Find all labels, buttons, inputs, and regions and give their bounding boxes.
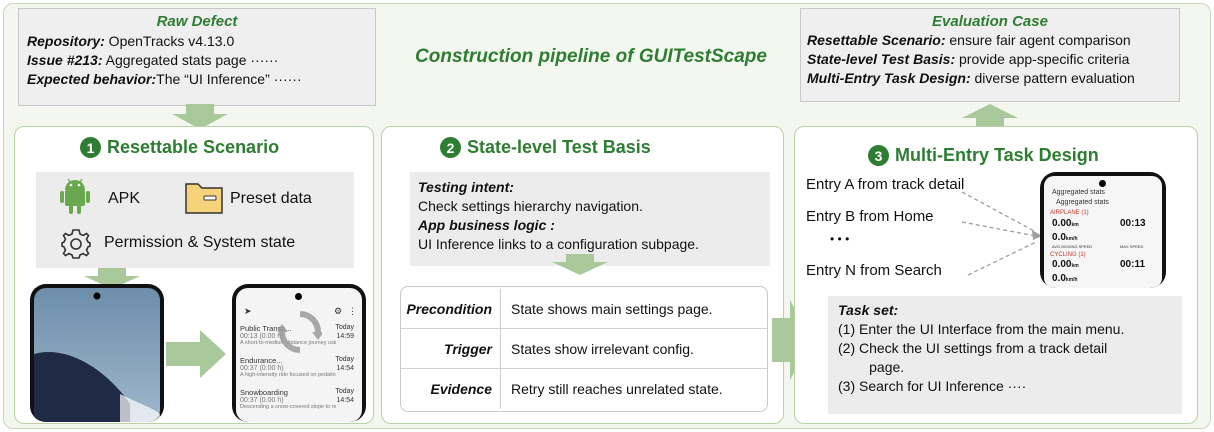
track-list: Public Transp... 00:13 (0.00 h) A short-… bbox=[240, 324, 358, 420]
gear-icon[interactable]: ⚙ bbox=[334, 306, 343, 316]
right-arrow-icon bbox=[772, 300, 812, 380]
evaluation-line: Resettable Scenario: ensure fair agent c… bbox=[807, 32, 1131, 48]
row-key: Trigger bbox=[401, 329, 501, 368]
task-item: (1) Enter the UI Interface from the main… bbox=[838, 321, 1125, 337]
entry-ellipsis: • • • bbox=[830, 232, 850, 246]
evaluation-line: Multi-Entry Task Design: diverse pattern… bbox=[807, 70, 1135, 86]
down-arrow-icon bbox=[84, 268, 140, 289]
row-value: State shows main settings page. bbox=[511, 300, 713, 317]
raw-defect-line: Issue #213: Aggregated stats page ······ bbox=[27, 52, 279, 68]
evaluation-case-box: Evaluation Case Resettable Scenario: ens… bbox=[800, 8, 1180, 102]
apk-label: APK bbox=[108, 190, 141, 207]
task-item: (3) Search for UI Inference ···· bbox=[838, 378, 1027, 394]
testing-intent-label: Testing intent: bbox=[418, 179, 514, 195]
panel1-title: Resettable Scenario bbox=[107, 137, 280, 157]
panel2-header: 2 State-level Test Basis bbox=[440, 137, 651, 158]
raw-defect-box: Raw Defect Repository: OpenTracks v4.13.… bbox=[18, 8, 376, 106]
entry-label: Entry N from Search bbox=[806, 262, 942, 279]
list-item[interactable]: Endurance... 00:37 (0.00 h) A high-inten… bbox=[240, 356, 354, 378]
table-row: Evidence Retry still reaches unrelated s… bbox=[401, 369, 767, 409]
up-arrow-icon bbox=[962, 104, 1018, 129]
test-basis-box: Testing intent: Check settings hierarchy… bbox=[410, 172, 770, 266]
pipeline-title: Construction pipeline of GUITestScape bbox=[415, 46, 767, 67]
screen-subheader: Aggregated stats bbox=[1056, 199, 1109, 206]
navigate-icon[interactable]: ➤ bbox=[244, 306, 252, 316]
panel1-header: 1 Resettable Scenario bbox=[80, 137, 279, 158]
down-arrow-icon bbox=[172, 104, 228, 129]
row-value: States show irrelevant config. bbox=[511, 340, 694, 357]
raw-defect-line: Expected behavior:The “UI Inference” ···… bbox=[27, 71, 302, 87]
table-row: Precondition State shows main settings p… bbox=[401, 289, 767, 329]
evaluation-case-title: Evaluation Case bbox=[932, 13, 1048, 30]
raw-defect-line: Repository: OpenTracks v4.13.0 bbox=[27, 33, 235, 49]
scenario-items-box: APK Preset data Permission & System stat… bbox=[36, 172, 354, 268]
raw-defect-title: Raw Defect bbox=[156, 13, 238, 30]
task-set-box: Task set: (1) Enter the UI Interface fro… bbox=[828, 296, 1182, 414]
gear-icon bbox=[61, 229, 91, 259]
preset-data-label: Preset data bbox=[230, 190, 312, 207]
wallpaper-image bbox=[34, 288, 160, 422]
entry-label: Entry A from track detail bbox=[806, 176, 965, 193]
panel2-title: State-level Test Basis bbox=[467, 137, 651, 157]
phone-home-screen bbox=[30, 284, 164, 422]
criteria-table: Precondition State shows main settings p… bbox=[400, 286, 768, 412]
row-key: Evidence bbox=[401, 369, 501, 409]
right-arrow-icon bbox=[166, 330, 226, 378]
entry-arrows bbox=[961, 191, 1042, 276]
panel3-title: Multi-Entry Task Design bbox=[895, 145, 1099, 165]
down-arrow-icon bbox=[552, 254, 608, 275]
phone-aggregated-stats: Aggregated stats Aggregated stats AIRPLA… bbox=[1040, 172, 1166, 288]
reset-icon bbox=[278, 311, 322, 353]
table-row: Trigger States show irrelevant config. bbox=[401, 329, 767, 369]
task-item: (2) Check the UI settings from a track d… bbox=[838, 340, 1108, 356]
task-item: page. bbox=[838, 359, 905, 375]
entry-label: Entry B from Home bbox=[806, 208, 934, 225]
row-key: Precondition bbox=[401, 289, 501, 328]
folder-icon bbox=[185, 183, 223, 214]
more-icon[interactable]: ⋮ bbox=[348, 306, 357, 316]
permission-label: Permission & System state bbox=[104, 234, 296, 251]
step-number-badge: 3 bbox=[868, 145, 889, 166]
row-value: Retry still reaches unrelated state. bbox=[511, 381, 723, 397]
task-set-title: Task set: bbox=[838, 302, 899, 318]
step-number-badge: 2 bbox=[440, 137, 461, 158]
step-number-badge: 1 bbox=[80, 137, 101, 158]
evaluation-line: State-level Test Basis: provide app-spec… bbox=[807, 51, 1130, 67]
screen-header: Aggregated stats bbox=[1052, 189, 1105, 196]
panel3-header: 3 Multi-Entry Task Design bbox=[868, 145, 1099, 166]
testing-intent-text: Check settings hierarchy navigation. bbox=[418, 198, 643, 214]
android-icon bbox=[60, 178, 90, 214]
phone-app-screen: ➤ ⚙ ⋮ Public Transp... 00:13 (0.00 h) A … bbox=[232, 284, 366, 422]
list-item[interactable]: Snowboarding 00:37 (0.00 h) Descending a… bbox=[240, 388, 354, 410]
app-logic-text: UI Inference links to a configuration su… bbox=[418, 236, 699, 252]
app-logic-label: App business logic : bbox=[418, 217, 555, 233]
